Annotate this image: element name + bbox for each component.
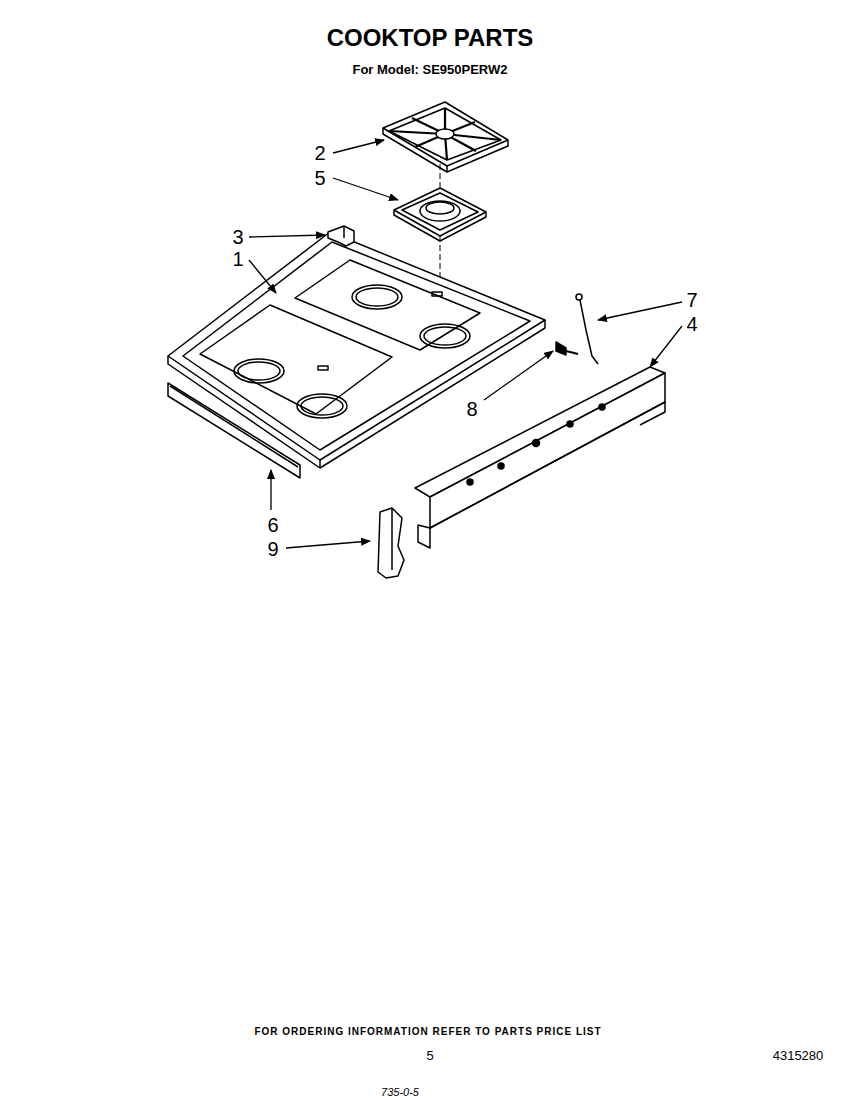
callout-number: 3	[232, 227, 243, 247]
callout-number: 6	[267, 515, 278, 535]
model-label: For Model: SE950PERW2	[352, 63, 507, 76]
callout-number: 1	[232, 249, 243, 269]
callout-number: 2	[314, 143, 325, 163]
callout-number: 9	[267, 539, 278, 559]
page-title: COOKTOP PARTS	[327, 26, 534, 50]
document-number: 4315280	[773, 1049, 824, 1062]
page-number: 5	[426, 1049, 433, 1062]
callout-number: 5	[314, 168, 325, 188]
callout-number: 8	[466, 399, 477, 419]
callout-number: 7	[686, 290, 697, 310]
footer-note: FOR ORDERING INFORMATION REFER TO PARTS …	[254, 1027, 601, 1037]
callout-number: 4	[686, 314, 697, 334]
handwritten-note: 735-0-5	[381, 1087, 419, 1098]
